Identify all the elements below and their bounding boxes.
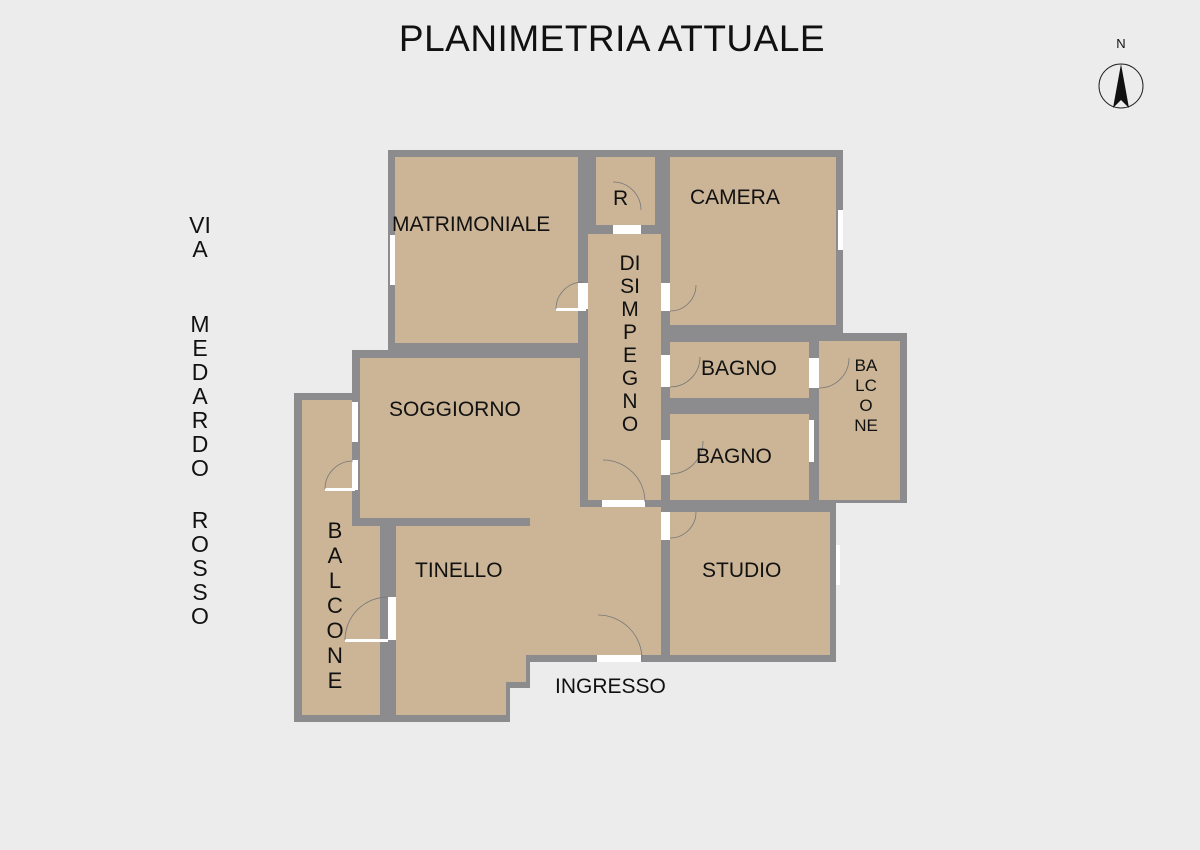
room-label-balcone-right: BA LC O NE <box>846 356 886 436</box>
compass-north-label: N <box>1116 36 1126 51</box>
room-floors <box>302 157 900 715</box>
room-label-bagno-2: BAGNO <box>696 445 772 468</box>
room-label-disimpegno: DISIMPEGNO <box>619 252 641 436</box>
floor-bagno2 <box>670 414 809 500</box>
north-arrow-icon <box>1098 63 1144 109</box>
floor-disimpegno <box>588 234 661 500</box>
floor-camera <box>670 157 836 325</box>
doors-windows <box>325 210 843 662</box>
room-label-camera: CAMERA <box>690 186 780 209</box>
street-word-via: VIA <box>189 212 211 262</box>
room-label-tinello: TINELLO <box>415 559 503 582</box>
floor-bagno1 <box>670 342 809 398</box>
floor-soggiorno <box>360 358 580 518</box>
floor-studio <box>670 512 830 655</box>
door-swings <box>324 181 850 660</box>
entrance-label-ingresso: INGRESSO <box>555 675 666 698</box>
room-label-soggiorno: SOGGIORNO <box>389 398 521 421</box>
room-label-balcone-left: BALCONE <box>326 518 344 693</box>
floor-r <box>596 157 655 225</box>
floor-balcone-right <box>819 341 900 500</box>
street-word-medardo: MEDARDO <box>190 311 210 481</box>
page-title: PLANIMETRIA ATTUALE <box>398 18 826 59</box>
room-label-studio: STUDIO <box>702 559 782 582</box>
partial-wall <box>352 518 530 526</box>
label-line: BA <box>854 356 878 375</box>
floor-tinello <box>396 518 661 655</box>
label-line: NE <box>854 416 878 435</box>
floor-matrimoniale <box>395 157 578 343</box>
compass: N <box>1098 36 1144 112</box>
street-word-rosso: ROSSO <box>191 507 209 629</box>
room-label-r: R <box>613 187 629 210</box>
label-line: LC <box>855 376 877 395</box>
label-line: O <box>859 396 873 415</box>
room-label-matrimoniale: MATRIMONIALE <box>392 213 551 236</box>
room-label-bagno-1: BAGNO <box>701 357 777 380</box>
